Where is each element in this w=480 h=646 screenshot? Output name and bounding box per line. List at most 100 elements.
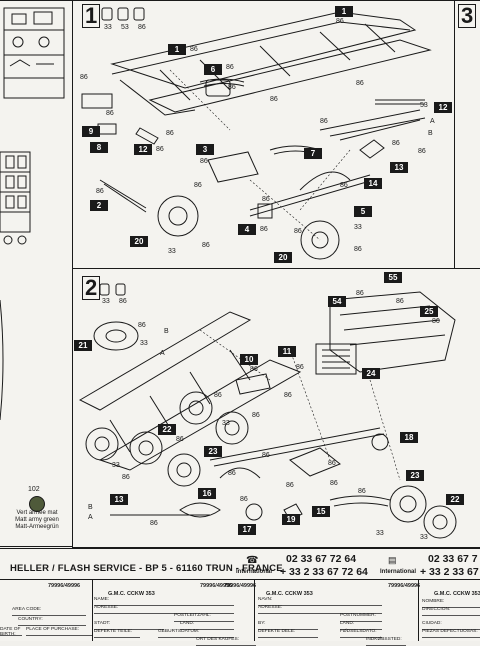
- part-number: 86: [119, 298, 127, 305]
- part-tag: 5: [354, 206, 372, 217]
- name-field-es[interactable]: NOMBRE:: [422, 599, 480, 608]
- part-number: 33: [112, 462, 120, 469]
- part-number: 86: [122, 474, 130, 481]
- part-number: 86: [340, 182, 348, 189]
- birth-date-field[interactable]: DATE OF BIRTH:: [0, 627, 22, 636]
- part-number: 86: [226, 64, 234, 71]
- service-footer: HELLER / FLASH SERVICE - BP 5 - 61160 TR…: [0, 548, 480, 646]
- part-tag: 23: [204, 446, 222, 457]
- part-tag: 23: [406, 470, 424, 481]
- model-name-1: G.M.C. CCKW 353: [108, 591, 155, 597]
- address-field-de[interactable]: ADRESSE:: [94, 605, 234, 614]
- part-number: B: [428, 130, 433, 137]
- part-tag: 4: [238, 224, 256, 235]
- international-label: International: [236, 569, 273, 575]
- defect-field-de[interactable]: DEFEKTE TEILE:: [94, 629, 140, 638]
- paint-name: Vert armée mat Matt army green Matt-Arme…: [4, 510, 70, 531]
- part-number: 86: [200, 158, 208, 165]
- part-number: 86: [138, 322, 146, 329]
- part-number: 86: [250, 366, 258, 373]
- part-number: 86: [240, 496, 248, 503]
- part-number: 33: [354, 224, 362, 231]
- part-number: 86: [354, 246, 362, 253]
- phone-icon: ☎: [246, 555, 259, 566]
- part-tag: 14: [364, 178, 382, 189]
- defect-field-es[interactable]: PIEZAS DEFECTUOSAS:: [422, 629, 480, 638]
- part-tag: 22: [446, 494, 464, 505]
- address-field-dk[interactable]: ADRESSE:: [258, 605, 382, 614]
- part-tag: 9: [82, 126, 100, 137]
- left-strip-top: [0, 0, 73, 270]
- purchase-place-field-de[interactable]: ORT DES KAUFES:: [196, 637, 256, 646]
- part-tag: 1: [335, 6, 353, 17]
- phone-international: + 33 2 33 67 72 64: [280, 566, 368, 578]
- part-tag: 17: [238, 524, 256, 535]
- part-number: 86: [418, 148, 426, 155]
- address-field-es[interactable]: DIRECCION:: [422, 607, 480, 616]
- part-number: 86: [270, 96, 278, 103]
- city-field-dk[interactable]: BY:: [258, 621, 318, 630]
- step-1-number: 1: [82, 4, 101, 28]
- ref-code-2: 79996/49996: [200, 583, 233, 589]
- phone-france: 02 33 67 72 64: [286, 553, 357, 565]
- part-number: 53: [420, 102, 428, 109]
- city-field-de[interactable]: STADT:: [94, 621, 164, 630]
- part-tag: 20: [130, 236, 148, 247]
- part-number: 86: [358, 488, 366, 495]
- part-number: 33: [420, 534, 428, 541]
- part-number: 86: [228, 84, 236, 91]
- part-number: 86: [260, 226, 268, 233]
- part-number: 86: [190, 46, 198, 53]
- zip-field-de[interactable]: POSTLEITZAHL:: [174, 613, 234, 622]
- part-number: 86: [320, 118, 328, 125]
- phone-international-2: + 33 2 33 67 7: [420, 566, 480, 578]
- name-field-dk[interactable]: NAVN:: [258, 597, 382, 606]
- part-number: 86: [228, 470, 236, 477]
- ref-code-4: 79996/49996: [388, 583, 421, 589]
- part-tag: 10: [240, 354, 258, 365]
- part-tag: 13: [390, 162, 408, 173]
- part-tag: 1: [168, 44, 186, 55]
- city-field-es[interactable]: CIUDAD:: [422, 621, 480, 630]
- country-field[interactable]: COUNTRY:: [18, 617, 86, 626]
- purchase-place-field-dk[interactable]: INDKØBSSTED:: [366, 637, 406, 646]
- land-field-dk[interactable]: LAND:: [340, 621, 382, 630]
- part-tag: 25: [420, 306, 438, 317]
- defect-field-dk[interactable]: DEFEKTE DELE:: [258, 629, 318, 638]
- paint-name-de: Matt-Armeegrün: [15, 524, 59, 530]
- name-field-de[interactable]: NAME:: [94, 597, 234, 606]
- model-name-3: G.M.C. CCKW 353: [434, 591, 480, 597]
- part-tag: 3: [196, 144, 214, 155]
- part-number: 86: [176, 436, 184, 443]
- step-3-number: 3: [458, 4, 477, 28]
- part-number: 86: [356, 290, 364, 297]
- part-number: 86: [392, 140, 400, 147]
- zip-field-dk[interactable]: POSTNUMMER:: [340, 613, 382, 622]
- land-field-de[interactable]: LAND:: [180, 621, 234, 630]
- part-tag: 22: [158, 424, 176, 435]
- part-number: 86: [80, 74, 88, 81]
- area-code-field[interactable]: AREA CODE:: [12, 607, 86, 616]
- part-tag: 20: [274, 252, 292, 263]
- part-number: 33: [140, 340, 148, 347]
- part-number: 53: [121, 24, 129, 31]
- part-number: 86: [396, 298, 404, 305]
- model-name-2: G.M.C. CCKW 353: [266, 591, 313, 597]
- part-number: 86: [252, 412, 260, 419]
- sprue-frame-icon: [3, 7, 65, 99]
- part-tag: 7: [304, 148, 322, 159]
- part-number: 86: [262, 452, 270, 459]
- birth-field-de[interactable]: GEBURTSDATUM:: [158, 629, 234, 638]
- part-number: 86: [194, 182, 202, 189]
- part-number: 86: [296, 364, 304, 371]
- paint-name-fr: Vert armée mat: [16, 510, 58, 516]
- assembly-drawings: [0, 7, 457, 539]
- part-number: 86: [166, 130, 174, 137]
- place-of-purchase-field[interactable]: PLACE OF PURCHASE:: [26, 627, 92, 636]
- fax-icon: ▤: [388, 555, 397, 565]
- part-number: 33: [104, 24, 112, 31]
- coupon-divider: [0, 579, 480, 580]
- birth-field-dk[interactable]: FØDSELSDATO:: [340, 629, 382, 638]
- part-tag: 13: [110, 494, 128, 505]
- part-number: 86: [150, 520, 158, 527]
